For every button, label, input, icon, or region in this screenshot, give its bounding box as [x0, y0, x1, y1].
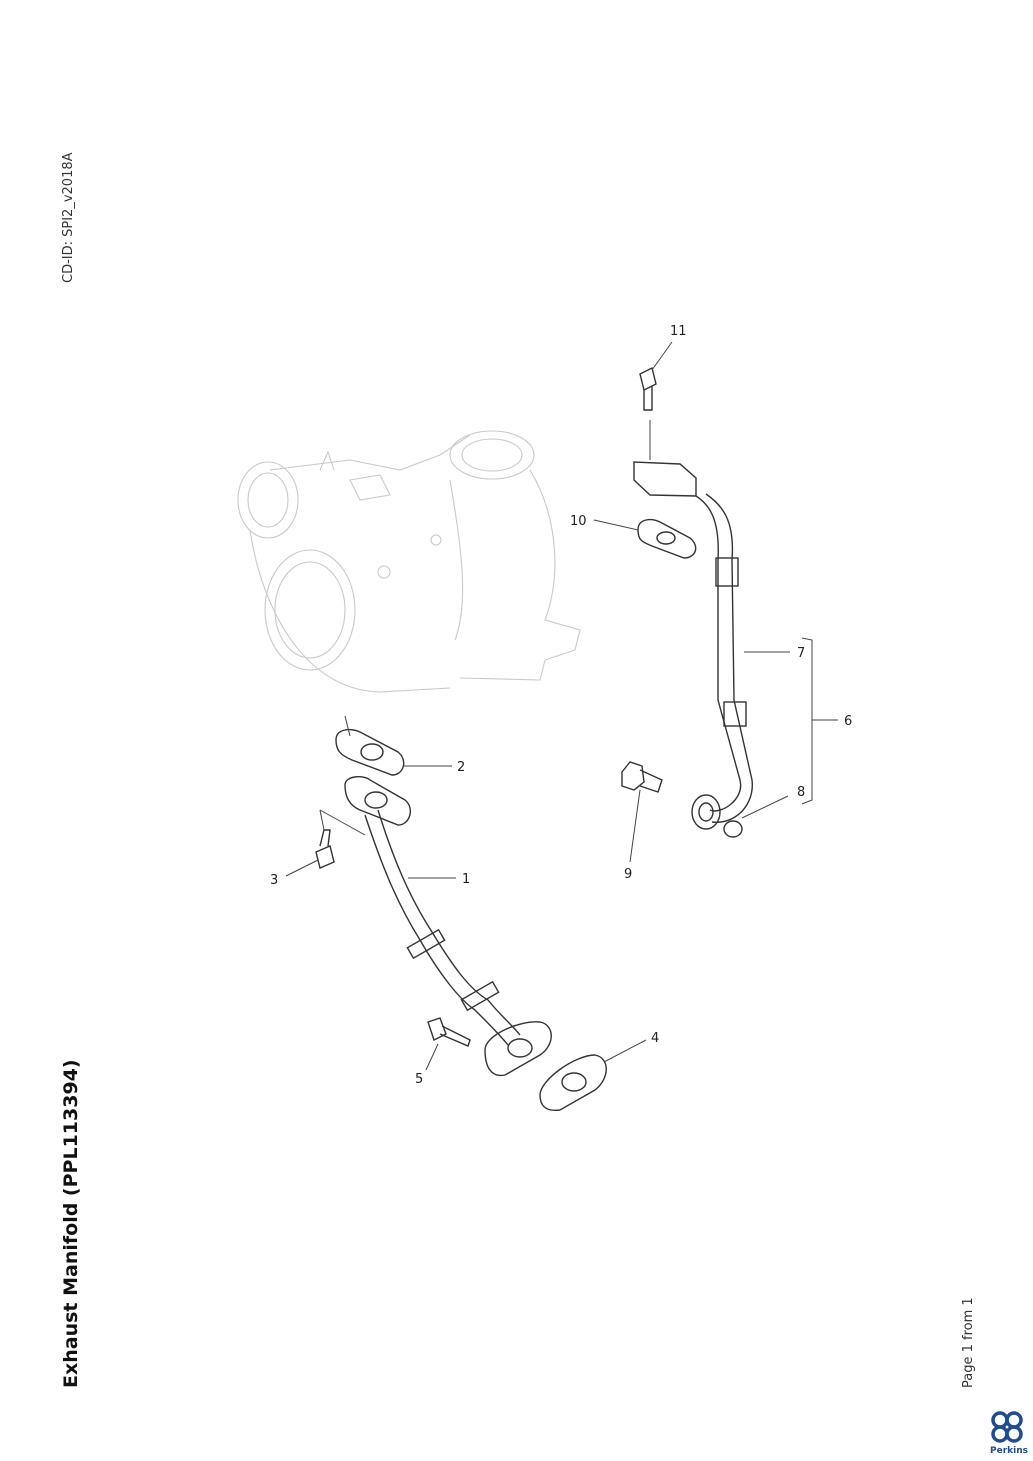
part-9-banjo-bolt: [621, 761, 663, 793]
callout-3: 3: [270, 873, 278, 888]
part-2-gasket: [335, 728, 405, 776]
callout-11: 11: [670, 324, 687, 339]
callout-8: 8: [797, 785, 805, 800]
callout-10: 10: [570, 514, 587, 529]
part-11-bolt: [639, 366, 657, 411]
leader-lines: [285, 341, 838, 1071]
callout-5: 5: [415, 1072, 423, 1087]
part-7-feed-pipe: [633, 461, 753, 838]
callout-6: 6: [844, 714, 852, 729]
brand-name: Perkins: [990, 1446, 1028, 1456]
callout-9: 9: [624, 867, 632, 882]
callout-2: 2: [457, 760, 465, 775]
turbocharger-outline: [237, 430, 581, 693]
callout-4: 4: [651, 1031, 659, 1046]
perkins-logo-icon: [991, 1411, 1023, 1443]
part-3-bolt: [315, 829, 335, 869]
callout-7: 7: [797, 646, 805, 661]
part-4-gasket: [539, 1054, 607, 1112]
part-1-drain-pipe: [344, 776, 552, 1077]
callout-1: 1: [462, 872, 470, 887]
part-5-bolt: [427, 1017, 471, 1047]
part-10-gasket: [637, 518, 697, 559]
